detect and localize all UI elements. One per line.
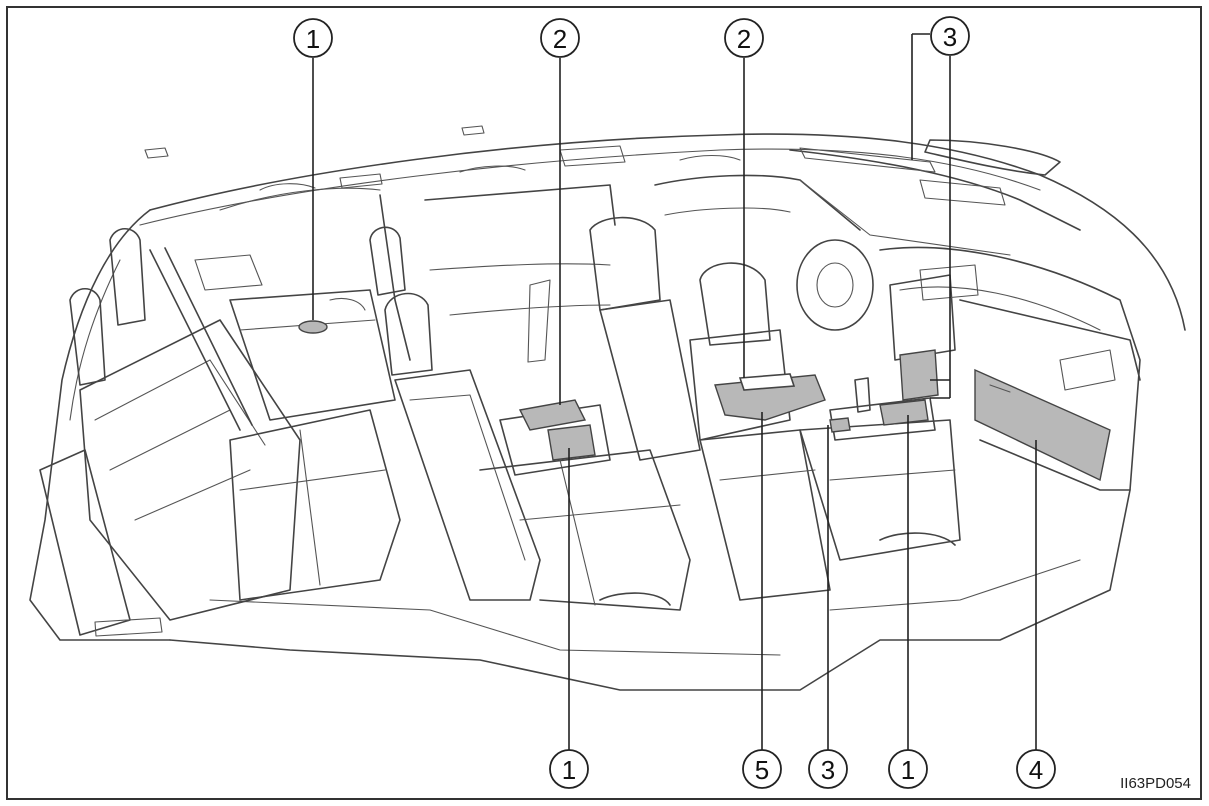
- callout-label: 2: [737, 24, 751, 54]
- callout-5-bottom: 5: [742, 749, 782, 789]
- glove-box: [974, 368, 1111, 482]
- callout-3-bottom: 3: [808, 749, 848, 789]
- callout-3-top: 3: [930, 16, 970, 56]
- callout-4-bottom: 4: [1016, 749, 1056, 789]
- rear-floor-cup-holder: [298, 320, 328, 334]
- callout-label: 3: [821, 755, 835, 785]
- front-cup-holder: [879, 399, 929, 426]
- second-row-cup-holder: [547, 424, 596, 461]
- callout-label: 2: [553, 24, 567, 54]
- callout-1-bottom-left: 1: [549, 749, 589, 789]
- callout-label: 5: [755, 755, 769, 785]
- third-row-seats: [39, 227, 401, 637]
- car-body: [29, 125, 1186, 691]
- callout-2-front-console: 2: [724, 18, 764, 58]
- center-storage-pocket: [899, 349, 939, 401]
- second-row-seats: [369, 216, 701, 611]
- steering-and-dash: [796, 239, 1141, 482]
- leader-lines: [312, 33, 1037, 750]
- callout-label: 3: [943, 22, 957, 52]
- callout-1-rear-floor: 1: [293, 18, 333, 58]
- callout-label: 1: [901, 755, 915, 785]
- second-row-console-box: [518, 399, 587, 431]
- figure-code: II63PD054: [1120, 775, 1191, 792]
- callout-label: 4: [1029, 755, 1043, 785]
- callout-1-bottom-right: 1: [888, 749, 928, 789]
- callout-label: 1: [306, 24, 320, 54]
- cargo-area: [229, 289, 396, 421]
- callout-2-second-row: 2: [540, 18, 580, 58]
- callout-label: 1: [562, 755, 576, 785]
- front-seats: [689, 262, 961, 601]
